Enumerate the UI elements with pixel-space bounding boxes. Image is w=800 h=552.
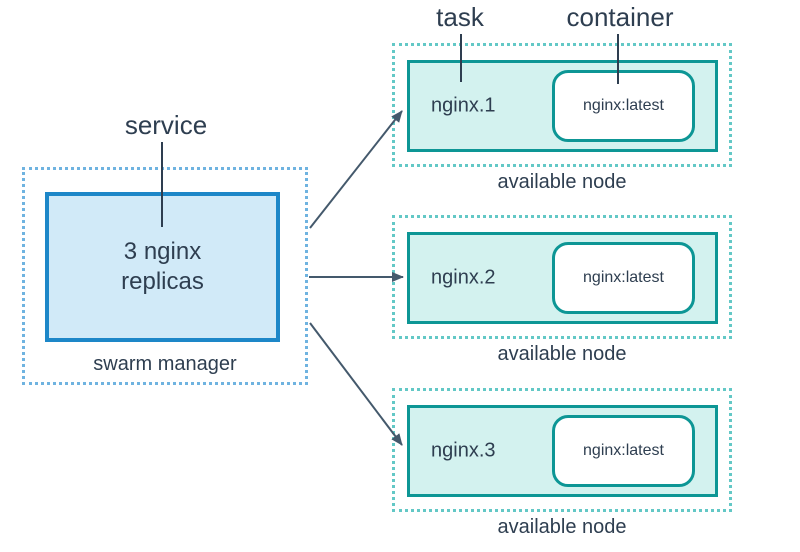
swarm-manager-dotted-boundary [22, 167, 308, 385]
node-1-task-box: nginx.1 nginx:latest [407, 60, 718, 152]
container-label: container [566, 2, 674, 32]
node-1-dotted-boundary [392, 43, 732, 167]
available-node-2: nginx.2 nginx:latest available node [392, 215, 732, 375]
arrow-to-node-1-icon [309, 110, 403, 229]
node-3-container-image: nginx:latest [583, 442, 664, 459]
node-2-container-box: nginx:latest [552, 242, 695, 314]
arrow-to-node-3-icon [309, 322, 403, 446]
node-1-container-box: nginx:latest [552, 70, 695, 142]
node-1-task-name: nginx.1 [431, 94, 496, 117]
swarm-manager-caption: swarm manager [93, 353, 237, 375]
service-label: service [124, 110, 208, 140]
node-3-container-box: nginx:latest [552, 415, 695, 487]
node-2-task-name: nginx.2 [431, 266, 496, 289]
node-3-task-name: nginx.3 [431, 439, 496, 462]
node-1-container-image: nginx:latest [583, 97, 664, 114]
node-3-task-box: nginx.3 nginx:latest [407, 405, 718, 497]
node-3-dotted-boundary [392, 388, 732, 512]
node-2-task-box: nginx.2 nginx:latest [407, 232, 718, 324]
service-box-text: 3 nginx replicas [121, 238, 204, 295]
available-node-1: nginx.1 nginx:latest available node [392, 43, 732, 203]
node-1-caption: available node [497, 171, 627, 193]
node-2-caption: available node [497, 343, 627, 365]
task-label: task [436, 2, 484, 32]
node-3-caption: available node [497, 516, 627, 538]
available-node-3: nginx.3 nginx:latest available node [392, 388, 732, 548]
node-2-container-image: nginx:latest [583, 269, 664, 286]
service-box: 3 nginx replicas [45, 192, 280, 342]
